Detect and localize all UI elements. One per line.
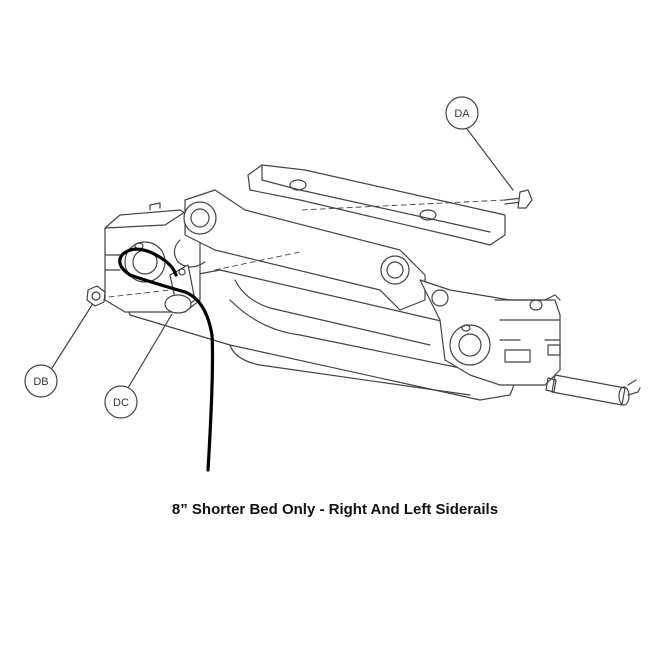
siderail-cable [118, 247, 215, 472]
callout-db: DB [24, 364, 58, 398]
leader-da [463, 124, 514, 191]
link-arm [173, 189, 426, 311]
nut-db [86, 285, 106, 307]
cable-clip-dc [164, 264, 196, 314]
callout-dc-label: DC [113, 397, 129, 409]
right-pin-tube [545, 374, 641, 406]
leader-dc [127, 313, 173, 389]
back-frame-rail [247, 164, 506, 246]
assembly-axis-lines [99, 199, 506, 299]
right-end-block [419, 279, 561, 386]
screw-da [504, 189, 533, 209]
callout-db-label: DB [33, 376, 48, 388]
callout-dc: DC [104, 385, 138, 419]
caption-text: 8” Shorter Bed Only - Right And Left Sid… [171, 501, 499, 518]
callout-da: DA [445, 96, 479, 130]
leader-db [51, 304, 93, 369]
callout-da-label: DA [454, 108, 470, 120]
